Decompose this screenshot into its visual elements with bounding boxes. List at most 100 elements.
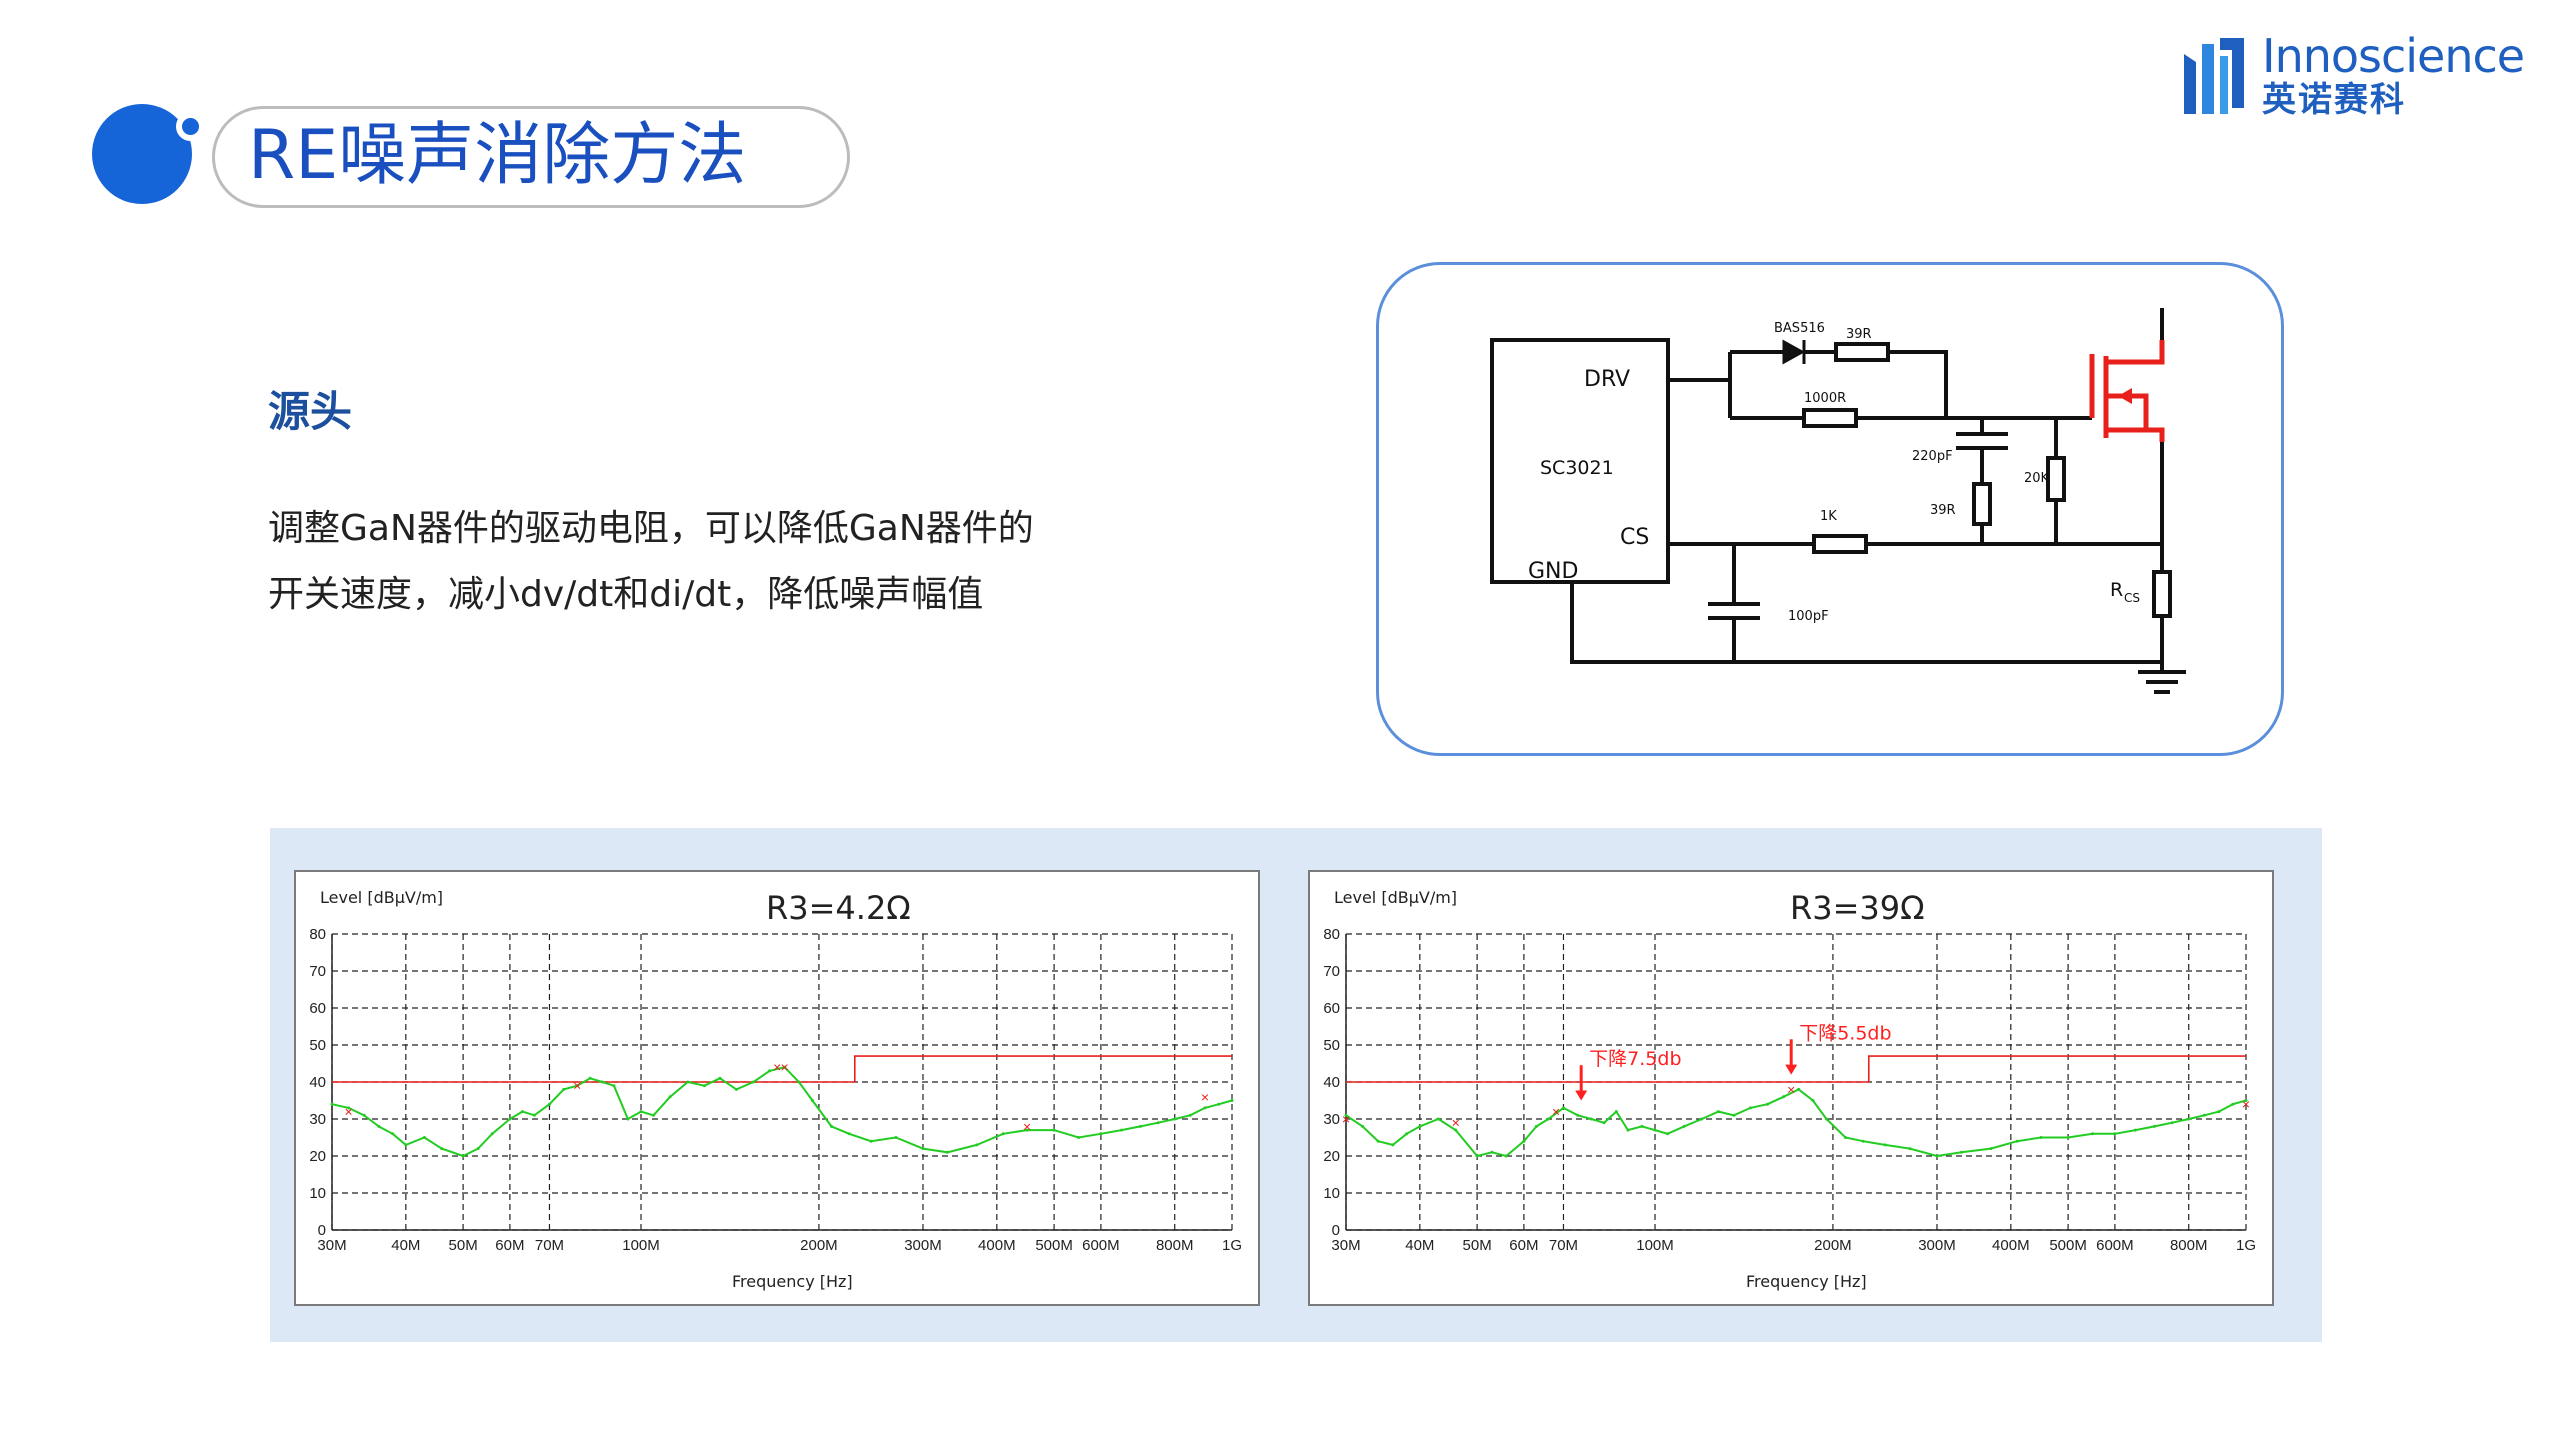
gs-resistor-label: 20K [2024,471,2050,486]
data-point [600,1080,604,1084]
x-tick-label: 400M [1992,1237,2030,1254]
data-point [1682,1124,1686,1128]
data-point [1025,1128,1029,1132]
data-point [2231,1102,2235,1106]
peak-marker: × [1552,1104,1560,1120]
y-tick-label: 70 [309,963,326,980]
data-point [1436,1117,1440,1121]
data-point [2066,1136,2070,1139]
y-tick-label: 50 [309,1037,326,1054]
y-tick-label: 20 [1323,1148,1340,1165]
x-tick-label: 500M [2049,1237,2087,1254]
x-tick-label: 40M [391,1237,420,1254]
peak-marker: × [1201,1089,1209,1105]
data-point [1173,1117,1177,1121]
data-point [734,1087,738,1091]
data-point [2015,1139,2019,1143]
data-point [1454,1128,1458,1132]
data-point [1490,1150,1494,1154]
data-point [1765,1102,1769,1106]
data-point [362,1113,366,1117]
data-point [422,1136,426,1139]
data-point [1001,1132,1005,1136]
data-point [1522,1139,1526,1143]
data-point [547,1102,551,1106]
data-point [377,1124,381,1128]
x-tick-label: 200M [800,1237,838,1254]
data-point [810,1099,814,1102]
data-point [1203,1106,1207,1110]
data-point [1700,1117,1704,1121]
description-line-1: 调整GaN器件的驱动电阻，可以降低GaN器件的 [268,508,1034,549]
data-point [1546,1117,1550,1121]
x-tick-label: 400M [978,1237,1016,1254]
data-point [686,1080,690,1084]
pin-drv-label: DRV [1584,367,1630,392]
data-point [1361,1124,1365,1128]
data-point [975,1143,979,1147]
data-point [562,1087,566,1091]
data-point [1534,1124,1538,1128]
data-point [945,1150,949,1154]
data-point [847,1132,851,1136]
x-tick-label: 600M [1082,1237,1120,1254]
peak-marker: × [1452,1115,1460,1131]
y-tick-label: 20 [309,1148,326,1165]
annotation-label: 下降7.5db [1589,1048,1681,1070]
data-point [718,1076,722,1080]
description-line-2: 开关速度，减小dv/dt和di/dt，降低噪声幅值 [268,574,984,615]
x-tick-label: 60M [495,1237,524,1254]
data-point [612,1084,616,1088]
data-point [2091,1132,2095,1136]
pin-cs-label: CS [1620,525,1649,550]
x-tick-label: 800M [1156,1237,1194,1254]
data-point [1824,1117,1828,1121]
parallel-resistor-label: 1000R [1804,391,1846,406]
sense-resistor-subscript: CS [2124,591,2140,605]
logo-chinese-name: 英诺赛科 [2262,80,2406,120]
annotation-arrowhead [1785,1064,1798,1075]
peak-marker: × [773,1059,781,1075]
peak-marker: × [781,1059,789,1075]
data-point [1405,1132,1409,1136]
x-tick-label: 100M [1636,1237,1674,1254]
data-point [1666,1132,1670,1136]
data-point [1217,1102,1221,1106]
data-point [1156,1121,1160,1125]
section-heading: 源头 [268,387,353,436]
cs-cap-label: 100pF [1788,609,1829,624]
data-point [1716,1110,1720,1114]
data-point [1959,1150,1963,1154]
data-point [2039,1136,2043,1139]
data-point [1391,1143,1395,1147]
data-point [520,1110,524,1114]
data-point [532,1113,536,1117]
data-point [490,1132,494,1136]
data-point [1119,1128,1123,1132]
y-axis-label: Level [dBµV/m] [1334,888,1458,907]
y-tick-label: 80 [309,926,326,943]
y-tick-label: 50 [1323,1037,1340,1054]
x-tick-label: 50M [449,1237,478,1254]
data-point [1576,1113,1580,1117]
data-point [1504,1154,1508,1158]
pin-gnd-label: GND [1528,559,1578,584]
data-point [1626,1128,1630,1132]
data-point [639,1110,643,1114]
x-tick-label: 30M [1331,1237,1360,1254]
y-tick-label: 10 [1323,1185,1340,1202]
y-tick-label: 80 [1323,926,1340,943]
y-axis-label: Level [dBµV/m] [320,888,444,907]
data-point [2152,1124,2156,1128]
peak-marker: × [344,1104,352,1120]
y-tick-label: 10 [309,1185,326,1202]
data-point [1748,1106,1752,1110]
x-tick-label: 300M [1918,1237,1956,1254]
y-tick-label: 40 [1323,1074,1340,1091]
x-tick-label: 30M [317,1237,346,1254]
data-point [668,1095,672,1099]
series-line [1345,1088,2247,1158]
x-tick-label: 600M [2096,1237,2134,1254]
x-tick-label: 800M [2170,1237,2208,1254]
